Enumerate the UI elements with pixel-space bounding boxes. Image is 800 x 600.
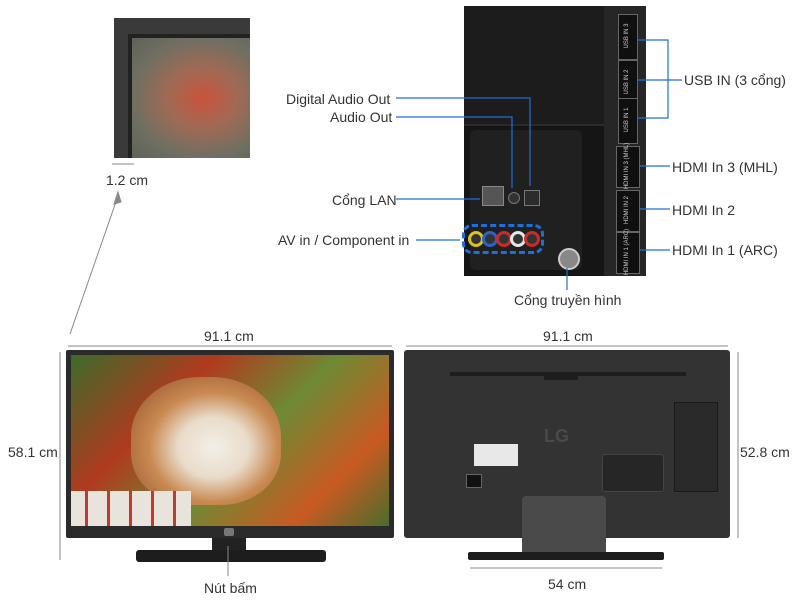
callout-usb-in: USB IN (3 cổng): [684, 72, 786, 88]
tv-back-power-inlet: [466, 474, 482, 488]
tv-back-side-panel: [674, 402, 718, 492]
bezel-width-label: 1.2 cm: [106, 172, 149, 188]
back-lg-logo: LG: [544, 426, 569, 446]
tv-back-stand-neck: [522, 496, 606, 552]
tv-front-screen: [71, 355, 389, 526]
bezel-closeup-screen: [132, 38, 250, 158]
callout-digital-audio-out: Digital Audio Out: [286, 91, 391, 107]
hdmi-slot-2: [616, 190, 640, 232]
callout-av-component-in: AV in / Component in: [278, 232, 410, 248]
callout-button: Nút bấm: [204, 580, 257, 596]
lg-front-logo: [224, 528, 234, 536]
usb-slot-3: [618, 14, 638, 60]
dog-image: [131, 377, 281, 505]
hdmi-slot-3-label: HDMI IN 3 (MHL): [624, 142, 630, 190]
digital-audio-out-port: [524, 190, 540, 206]
pointer-arrow: [113, 190, 122, 205]
tv-back-vent-bar: [450, 372, 686, 376]
callout-antenna: Cổng truyền hình: [514, 292, 622, 308]
tv-front-base: [136, 550, 326, 562]
hdmi-slot-2-label: HDMI IN 2: [624, 195, 630, 225]
back-height-label: 52.8 cm: [740, 444, 790, 460]
callout-hdmi-in-2: HDMI In 2: [672, 202, 736, 218]
back-width-label: 91.1 cm: [543, 328, 593, 344]
bezel-closeup: [114, 18, 250, 158]
callout-hdmi-in-3: HDMI In 3 (MHL): [672, 159, 778, 175]
tv-front-neck: [212, 538, 246, 552]
stand-width-label: 54 cm: [548, 576, 587, 592]
tv-back-base: [468, 552, 664, 560]
usb-slot-2-label: USB IN 2: [624, 69, 630, 95]
bezel-edge-left: [128, 34, 132, 158]
tv-back-vent-bar-2: [544, 376, 578, 380]
av-jack-red-2: [524, 231, 540, 247]
hdmi-slot-1: [616, 232, 640, 274]
antenna-port: [558, 248, 580, 270]
front-height-label: 58.1 cm: [8, 444, 58, 460]
hdmi-slot-3: [616, 146, 640, 188]
usb-slot-1-label: USB IN 1: [624, 107, 630, 133]
av-component-group: [462, 224, 544, 254]
callout-audio-out: Audio Out: [330, 109, 393, 125]
callout-lan: Cổng LAN: [332, 192, 397, 208]
bezel-edge: [128, 34, 250, 38]
callout-hdmi-in-1: HDMI In 1 (ARC): [672, 242, 778, 258]
tv-back-port-recess: [602, 454, 664, 492]
audio-out-port: [508, 192, 520, 204]
pointer-line: [69, 195, 119, 335]
lan-port: [482, 186, 504, 206]
usb-slot-3-label: USB IN 3: [624, 23, 630, 49]
blanket-image: [71, 491, 191, 526]
hdmi-slot-1-label: HDMI IN 1 (ARC): [624, 228, 630, 276]
tv-back-label-sticker: [474, 444, 518, 466]
tv-front: [66, 350, 394, 538]
usb-slot-1: [618, 98, 638, 144]
front-width-label: 91.1 cm: [204, 328, 254, 344]
